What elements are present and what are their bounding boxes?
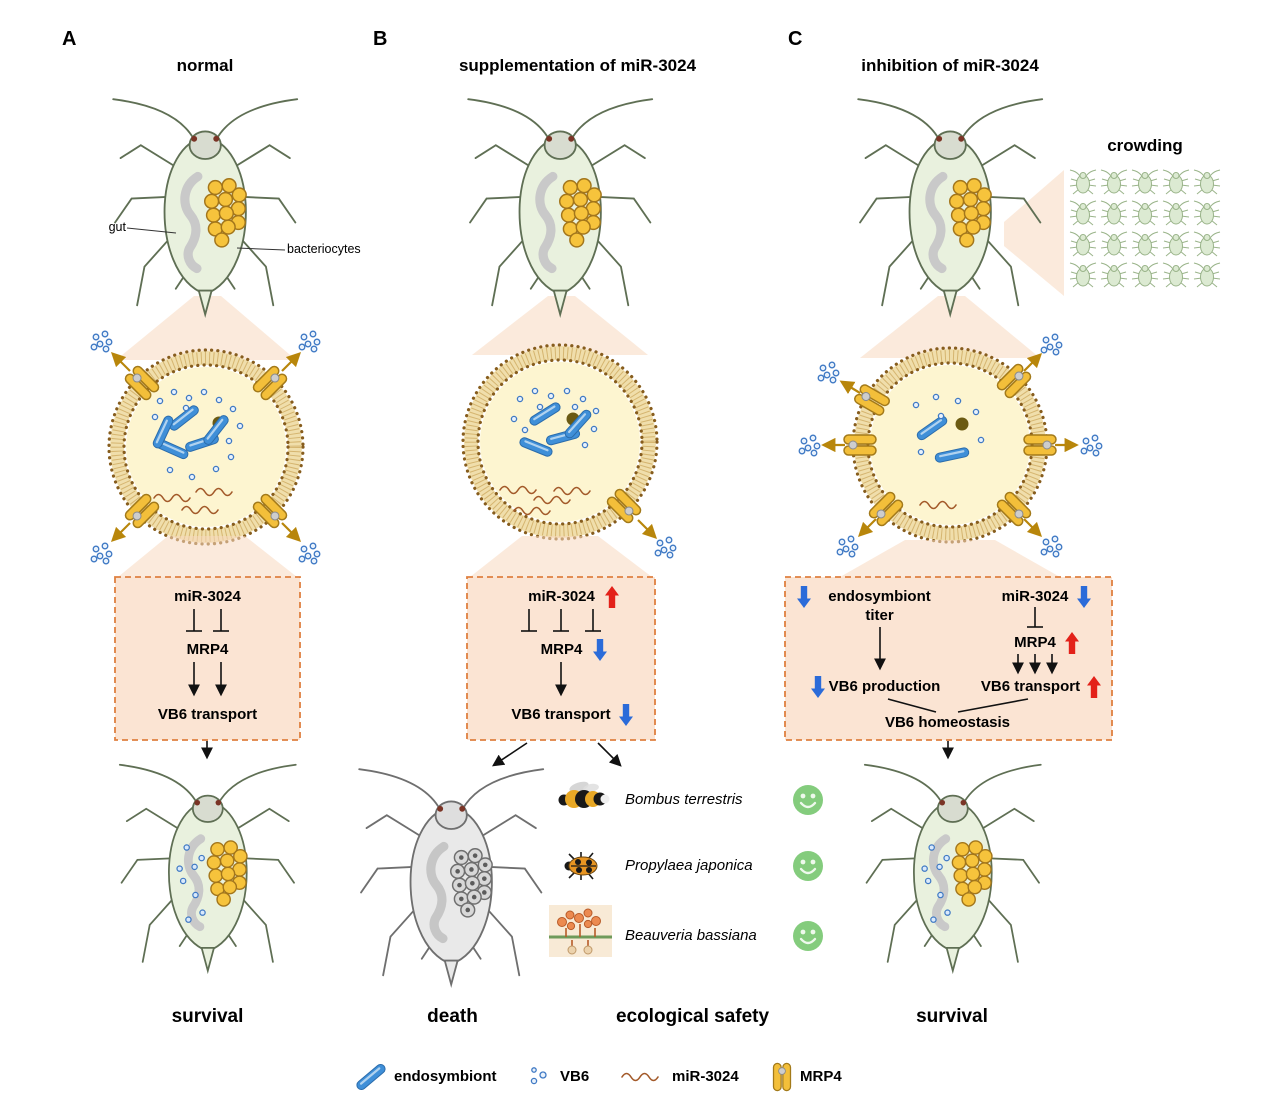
mrp4-transporter-icon — [772, 1062, 792, 1092]
panel-b-art — [359, 99, 825, 984]
pathway-connectors-a — [186, 609, 229, 760]
bombus-terrestris-icon — [558, 781, 610, 808]
safe-smiley-icon — [791, 849, 825, 883]
panel-a-title: normal — [176, 56, 234, 75]
pathway-c-mrp4: MRP4 — [1014, 634, 1056, 651]
aphid-normal — [113, 99, 297, 314]
pathway-connectors-c — [874, 607, 1058, 760]
species-propylaea: Propylaea japonica — [625, 857, 753, 874]
crowding-grid — [1069, 169, 1221, 288]
outcome-a: survival — [171, 1006, 244, 1027]
vb6-dots-icon — [530, 1067, 547, 1085]
bacteriocyte-cell-a — [90, 330, 321, 565]
pathway-c-vb6-transport: VB6 transport — [980, 678, 1081, 695]
species-bombus: Bombus terrestris — [625, 791, 743, 808]
panel-a-art — [90, 99, 321, 971]
legend-art — [354, 1062, 792, 1092]
mirna-squiggle-icon — [621, 1072, 659, 1082]
pathway-b-mirna: miR-3024 — [528, 588, 595, 605]
pathway-c-endosymbiont: endosymbiont — [828, 588, 931, 605]
panel-c-letter: C — [788, 28, 803, 50]
panel-b-title: supplementation of miR-3024 — [458, 56, 697, 75]
pathway-c-homeostasis: VB6 homeostasis — [884, 714, 1011, 731]
aphid-inhibited — [858, 99, 1042, 314]
pathway-box-c — [784, 576, 1113, 741]
safe-smiley-icon — [791, 783, 825, 817]
pathway-c-titer: titer — [865, 607, 894, 624]
bacteriocyte-cell-b — [463, 345, 677, 559]
aphid-surviving — [120, 765, 296, 971]
gut-label: gut — [108, 220, 126, 234]
beauveria-bassiana-icon — [549, 905, 612, 957]
pathway-a-mirna: miR-3024 — [174, 588, 241, 605]
nucleus — [955, 417, 969, 431]
aphid-treated — [468, 99, 652, 314]
pathway-c-vb6-production: VB6 production — [828, 678, 941, 695]
safe-smiley-icon — [791, 919, 825, 953]
legend-vb6: VB6 — [560, 1068, 590, 1085]
panel-b-letter: B — [373, 28, 388, 50]
legend-mrp4: MRP4 — [800, 1068, 842, 1085]
pathway-b-vb6-transport: VB6 transport — [511, 706, 611, 723]
panel-c-title: inhibition of miR-3024 — [861, 56, 1039, 75]
bacteriocyte-cell-c — [798, 333, 1103, 558]
pathway-c-mirna: miR-3024 — [1001, 588, 1069, 605]
propylaea-japonica-icon — [564, 852, 598, 880]
legend-mirna: miR-3024 — [672, 1068, 739, 1085]
pathway-b-mrp4: MRP4 — [540, 641, 583, 658]
zoom-cone — [116, 296, 296, 360]
legend-endosymbiont: endosymbiont — [394, 1068, 497, 1085]
pathway-connectors-b — [492, 609, 622, 767]
aphid-dead — [359, 769, 543, 984]
pathway-a-mrp4: MRP4 — [186, 641, 229, 658]
crowding-label: crowding — [1107, 136, 1183, 155]
outcome-b: death — [427, 1006, 478, 1027]
pathway-a-vb6-transport: VB6 transport — [157, 706, 258, 723]
ecology-title: ecological safety — [615, 1006, 770, 1027]
bacteriocytes-label: bacteriocytes — [287, 242, 361, 256]
pathway-box-a — [114, 576, 301, 741]
species-beauveria: Beauveria bassiana — [625, 927, 757, 944]
crowding-cone — [1004, 170, 1064, 296]
panel-c-art — [784, 99, 1221, 971]
aphid-surviving — [865, 765, 1041, 971]
endosymbiont-rod-icon — [354, 1062, 388, 1092]
outcome-c: survival — [916, 1006, 988, 1027]
panel-a-letter: A — [62, 28, 77, 50]
